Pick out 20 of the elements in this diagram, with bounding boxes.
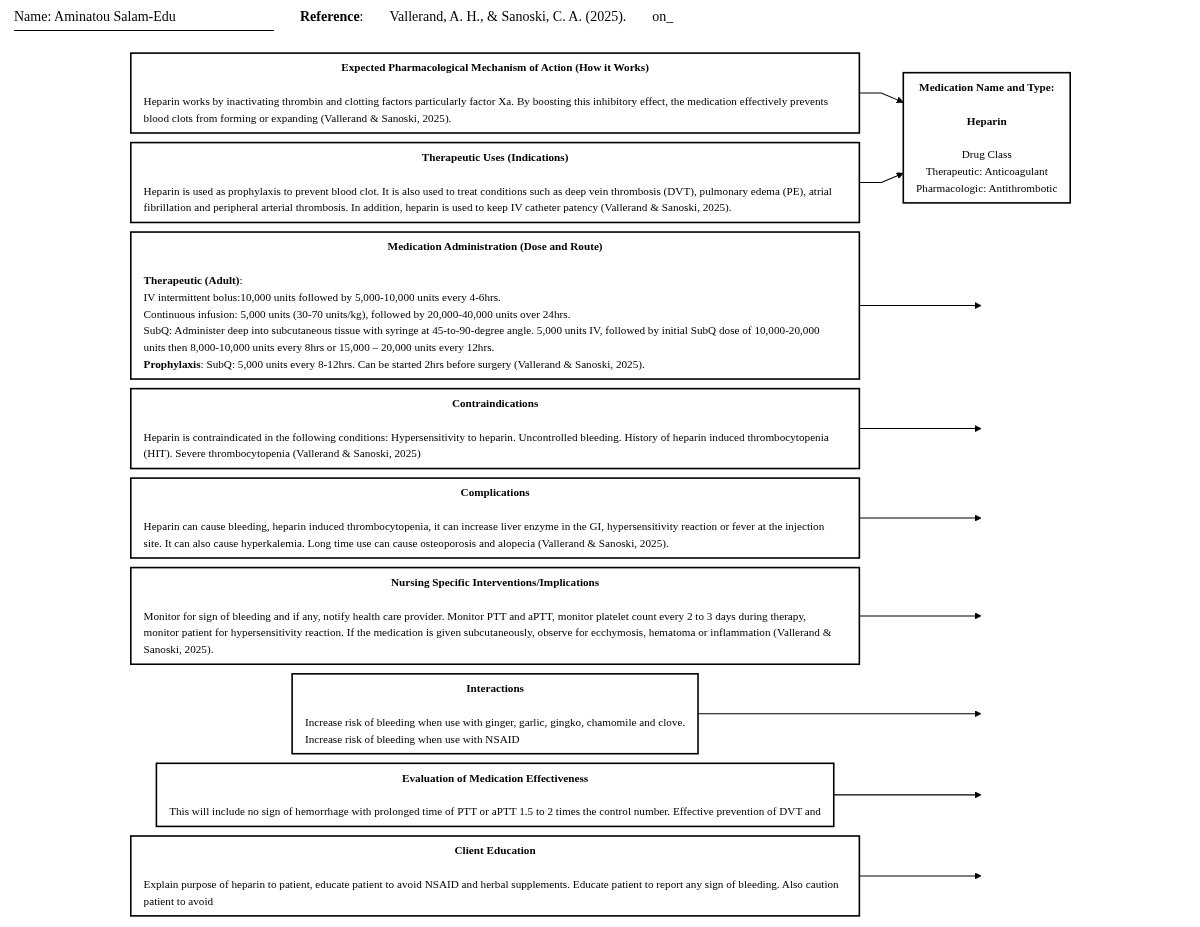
arrow [858, 302, 981, 310]
arrow [858, 425, 981, 433]
node-box: Medication Name and Type: Heparin Drug Class Therapeutic: Anticoagulant Pharmacologic: Antithrombotic [902, 71, 1071, 204]
node-box: Client Education Explain purpose of heparin to patient, educate patient to avoid NSAID and herbal supplements. Educate patient to report any sign of bleeding. Also caution patient to avoid [129, 835, 860, 917]
arrow [858, 514, 981, 522]
node-box: Interactions Increase risk of bleeding when use with ginger, garlic, gingko, chamomile and clove. Increase risk of bleeding when use with NSAID [290, 673, 699, 755]
arrow [697, 710, 981, 718]
node-box: Complications Heparin can cause bleeding, heparin induced thrombocytopenia, it can increase liver enzyme in the GI, hypersensitivity reaction or fever at the injection site. It can also cause hyperkalemia. Long time use can cause osteoporosis and alopecia (Vallerand & Sanoski, 2025). [129, 477, 860, 559]
node-box: Evaluation of Medication Effectiveness This will include no sign of hemorrhage with prolonged time of PTT or aPTT 1.5 to 2 times the control number. Effective prevention of DVT and [155, 762, 835, 828]
reference-heading: Reference: [300, 8, 364, 26]
node-box: Nursing Specific Interventions/Implications Monitor for sign of bleeding and if any, notify health care provider. Monitor PTT and aPTT, monitor platelet count every 2 to 3 days during therapy, monitor patient for hypersensitivity reaction. If the medication is given subcutaneously, observe for ecchymosis, hematoma or inflammation (Vallerand & Sanoski, 2025). [129, 566, 860, 666]
node-box: Contraindications Heparin is contraindicated in the following conditions: Hypersensitivity to heparin. Uncontrolled bleeding. History of heparin induced thrombocytopenia (HIT). Severe thrombocytopenia (Vallerand & Sanoski, 2025) [129, 387, 860, 470]
reference-citation: Vallerand, A. H., & Sanoski, C. A. (2025). [389, 8, 627, 26]
arrow [858, 612, 981, 620]
text-fragment: on_ [652, 8, 674, 26]
arrow [858, 872, 981, 880]
node-box: Therapeutic Uses (Indications) Heparin is used as prophylaxis to prevent blood clot. It is also used to treat conditions such as deep vein thrombosis (DVT), pulmonary edema (PE), atrial fibrillation and peripheral arterial thrombosis. In addition, heparin is used to keep IV catheter patency (Vallerand & Sanoski, 2025). [129, 141, 860, 224]
student-name: Name: Aminatou Salam-Edu [14, 8, 177, 26]
node-box: Expected Pharmacological Mechanism of Action (How it Works) Heparin works by inactivating thrombin and clotting factors particularly factor Xa. By boosting this inhibitory effect, the medication effectively prevents blood clots from forming or expanding (Vallerand & Sanoski, 2025). [129, 52, 860, 134]
node-box: Medication Administration (Dose and Route) Therapeutic (Adult): IV intermittent bolus:10,000 units followed by 5,000-10,000 units every 4-6hrs. Continuous infusion: 5,000 units (30-70 units/kg), followed by 20,000-40,000 units over 24hrs. SubQ: Administer deep into subcutaneous tissue with syringe at 45-to-90-degree angle. 5,000 units IV, followed by initial SubQ dose of 10,000-20,000 units then 8,000-10,000 units every 8hrs or 15,000 – 20,000 units every 12hrs. Prophylaxis: SubQ: 5,000 units every 8-12hrs. Can be started 2hrs before surgery (Vallerand & Sanoski, 2025). [129, 231, 860, 380]
